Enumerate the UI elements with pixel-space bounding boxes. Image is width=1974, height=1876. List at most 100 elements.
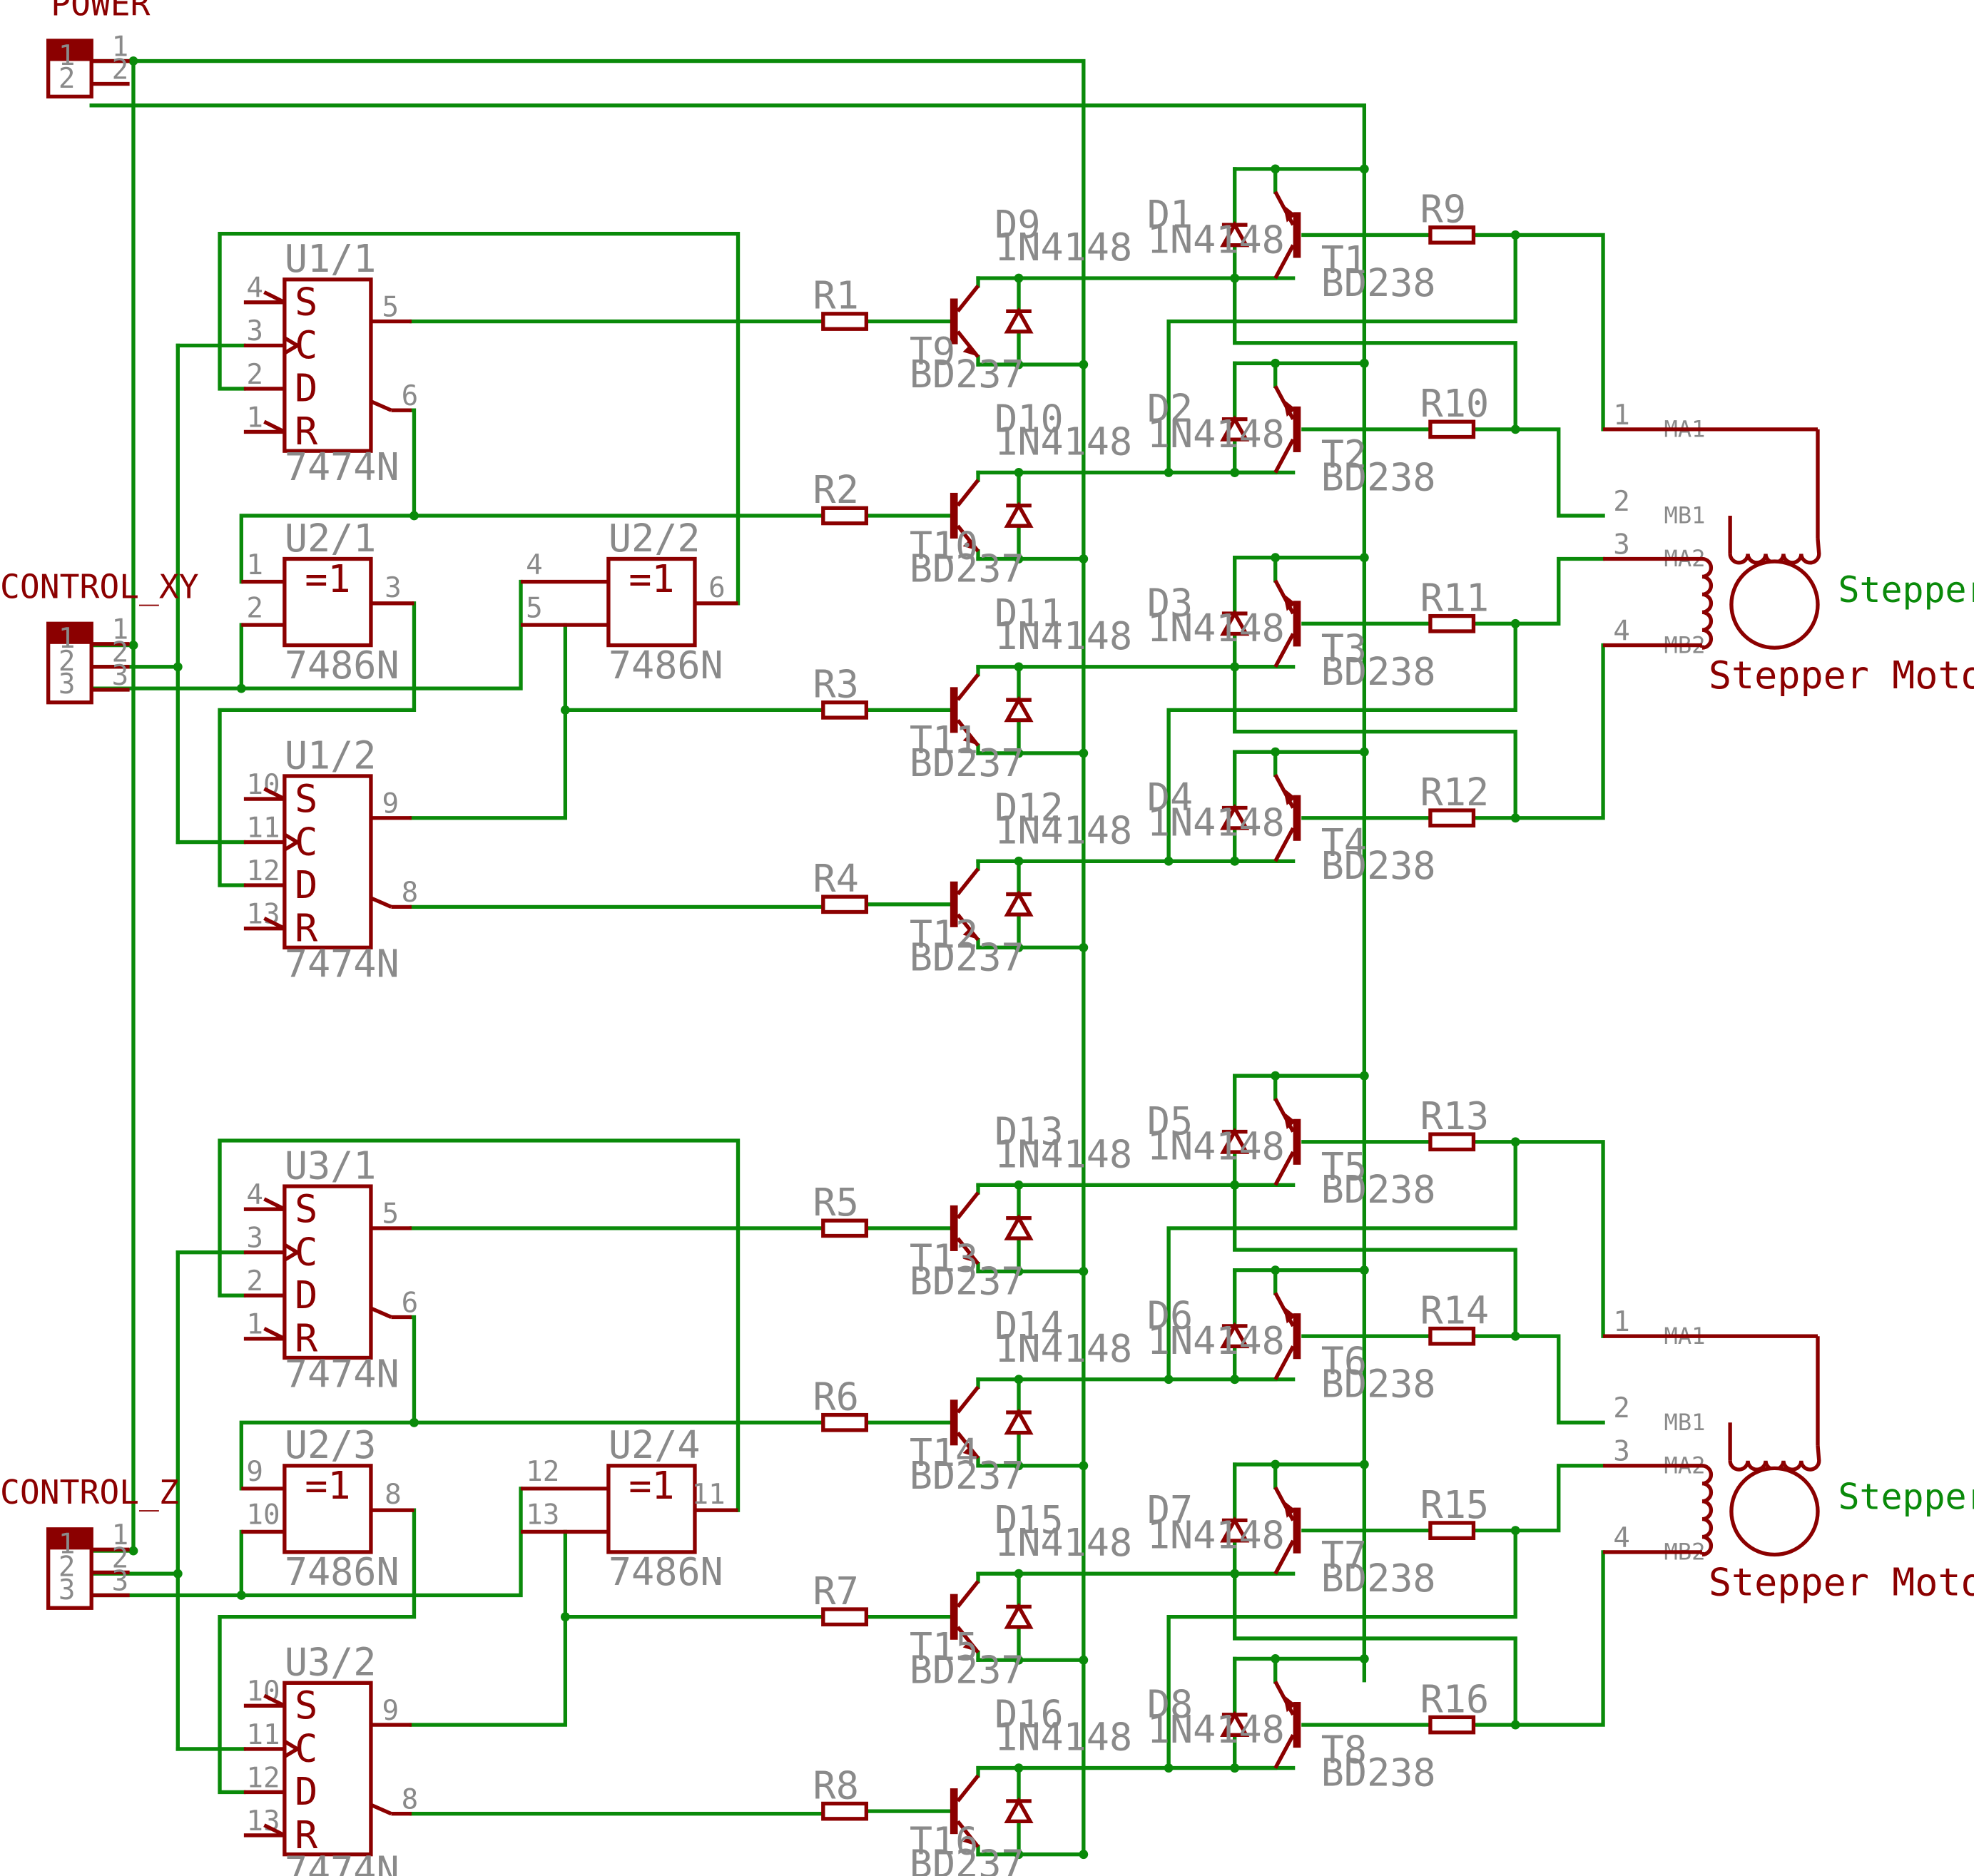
junction xyxy=(1230,468,1240,477)
svg-text:4: 4 xyxy=(526,549,543,581)
svg-text:2: 2 xyxy=(246,359,263,391)
xor-name: U2/4 xyxy=(609,1422,701,1467)
transistor-name: T3 xyxy=(1321,626,1367,671)
svg-text:5: 5 xyxy=(382,291,400,323)
flipflop-name: U1/1 xyxy=(285,236,377,281)
svg-text:5: 5 xyxy=(382,1198,400,1230)
resistor-name: R6 xyxy=(813,1374,859,1419)
motor-stepper-z: 1MA12MB13MA24MB2Stepper_ZStepper Motor xyxy=(1603,1306,1974,1604)
junction xyxy=(1079,554,1089,564)
wire xyxy=(89,58,1086,1855)
svg-text:8: 8 xyxy=(402,877,419,909)
flipflop-value: 7474N xyxy=(285,1848,400,1876)
junction xyxy=(1079,1655,1089,1665)
diode-value: 1N4148 xyxy=(994,225,1132,270)
transistor-name: T9 xyxy=(910,329,955,374)
svg-text:MB1: MB1 xyxy=(1664,502,1706,529)
resistor-name: R15 xyxy=(1420,1482,1489,1527)
resistor-name: R14 xyxy=(1420,1288,1489,1332)
junction xyxy=(1230,1375,1240,1385)
junction xyxy=(1014,662,1024,672)
transistor-name: T15 xyxy=(910,1624,978,1669)
resistor-r11: R11 xyxy=(1420,576,1489,633)
svg-text:9: 9 xyxy=(246,1456,263,1488)
junction xyxy=(409,511,419,521)
resistor-name: R16 xyxy=(1420,1676,1489,1721)
svg-text:4: 4 xyxy=(1613,615,1630,647)
junction xyxy=(1271,358,1281,368)
diode-value: 1N4148 xyxy=(994,419,1132,464)
transistor-value: BD237 xyxy=(910,1647,1024,1692)
transistor-value: BD237 xyxy=(910,1842,1024,1876)
resistor-r8: R8 xyxy=(813,1763,869,1821)
xor-value: 7486N xyxy=(609,1549,723,1594)
junction xyxy=(1014,1850,1024,1860)
diode-name: D11 xyxy=(994,591,1063,636)
svg-text:D: D xyxy=(295,862,317,907)
junction xyxy=(173,1569,183,1579)
svg-text:1: 1 xyxy=(112,1519,129,1551)
diode-value: 1N4148 xyxy=(1147,606,1285,651)
resistor-name: R10 xyxy=(1420,381,1489,426)
diode-name: D13 xyxy=(994,1108,1063,1153)
diode-value: 1N4148 xyxy=(994,1520,1132,1565)
svg-text:S: S xyxy=(295,1186,317,1231)
wire xyxy=(409,1315,825,1424)
transistor-name: T1 xyxy=(1321,238,1367,282)
svg-text:2: 2 xyxy=(246,1265,263,1298)
junction xyxy=(1014,273,1024,283)
junction xyxy=(1014,1461,1024,1471)
transistor-name: T16 xyxy=(910,1819,978,1864)
svg-text:R: R xyxy=(295,409,318,454)
junction xyxy=(1271,553,1281,563)
diode-name: D3 xyxy=(1147,581,1193,626)
xor-name: U2/1 xyxy=(285,516,377,561)
junction xyxy=(1079,1461,1089,1471)
svg-text:1: 1 xyxy=(246,549,263,581)
junction xyxy=(1359,1071,1369,1081)
transistor-value: BD238 xyxy=(1321,260,1436,305)
junction xyxy=(1164,468,1174,477)
svg-text:3: 3 xyxy=(1613,529,1630,561)
xor-symbol: =1 xyxy=(629,1463,674,1508)
svg-text:11: 11 xyxy=(692,1479,726,1511)
wire xyxy=(239,1420,417,1491)
junction xyxy=(1230,856,1240,866)
junction xyxy=(1014,942,1024,952)
junction xyxy=(409,1417,419,1427)
motor-circle xyxy=(1729,559,1820,650)
transistor-name: T7 xyxy=(1321,1533,1367,1578)
motor-value: Stepper Motor xyxy=(1709,1559,1974,1604)
diode-value: 1N4148 xyxy=(994,807,1132,852)
svg-text:1: 1 xyxy=(112,31,129,63)
wire xyxy=(1273,361,1366,389)
wire xyxy=(1513,1334,1605,1424)
svg-text:R: R xyxy=(295,1316,318,1361)
svg-text:11: 11 xyxy=(246,1719,280,1751)
transistor-name: T12 xyxy=(910,912,978,957)
junction xyxy=(1079,1266,1089,1276)
xor-symbol: =1 xyxy=(629,556,674,601)
wire xyxy=(1513,556,1605,626)
svg-text:2: 2 xyxy=(1613,1392,1630,1424)
diode-value: 1N4148 xyxy=(994,613,1132,658)
svg-text:9: 9 xyxy=(382,1695,400,1727)
diode-name: D9 xyxy=(994,202,1040,247)
svg-text:MB1: MB1 xyxy=(1664,1409,1706,1436)
wire xyxy=(218,232,741,606)
resistor-name: R9 xyxy=(1420,187,1466,232)
wire xyxy=(409,623,568,820)
transistor-value: BD238 xyxy=(1321,1167,1436,1212)
svg-text:10: 10 xyxy=(246,1499,280,1531)
svg-text:1: 1 xyxy=(246,402,263,434)
